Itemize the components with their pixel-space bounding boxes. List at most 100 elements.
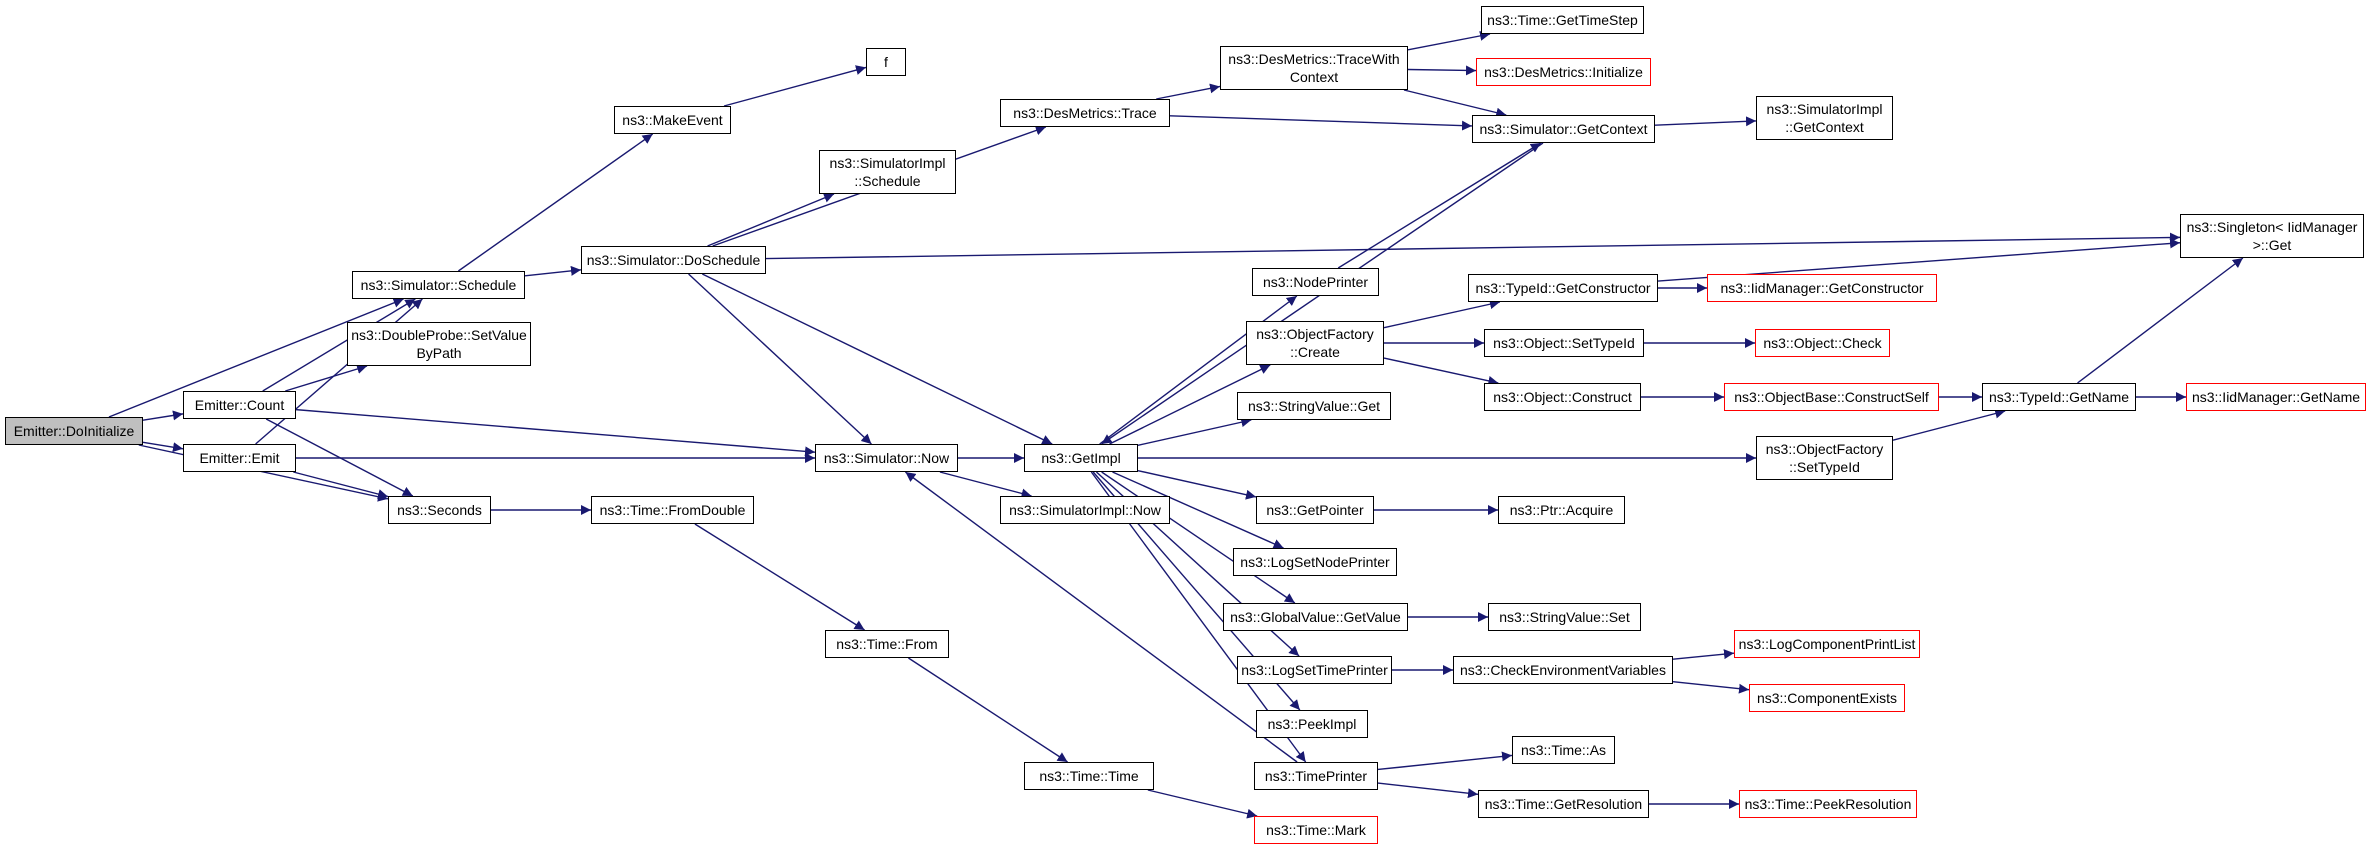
- node-label: ns3::Ptr::Acquire: [1509, 502, 1614, 518]
- node-iidmanager-getname[interactable]: ns3::IidManager::GetName: [2186, 383, 2366, 411]
- node-label: ns3::IidManager::GetName: [2191, 389, 2361, 405]
- edge-objectfactory_create-to-typeid_getconstructor: [1383, 299, 1501, 329]
- node-emitter-emit[interactable]: Emitter::Emit: [183, 444, 296, 472]
- node-singleton-get[interactable]: ns3::Singleton< IidManager >::Get: [2180, 214, 2364, 258]
- node-logsettimeprinter[interactable]: ns3::LogSetTimePrinter: [1237, 656, 1392, 684]
- node-time-gettimestep[interactable]: ns3::Time::GetTimeStep: [1481, 6, 1644, 34]
- node-label: ns3::Object::SetTypeId: [1493, 335, 1635, 351]
- node-time-fromdouble[interactable]: ns3::Time::FromDouble: [591, 496, 754, 524]
- edge-desmetrics_tracewithcontext-to-time_gettimestep: [1407, 30, 1491, 51]
- node-stringvalue-get[interactable]: ns3::StringValue::Get: [1237, 392, 1391, 420]
- node-iidmanager-getconstructor[interactable]: ns3::IidManager::GetConstructor: [1707, 274, 1937, 302]
- node-getpointer[interactable]: ns3::GetPointer: [1256, 496, 1374, 524]
- node-simulatorimpl-now[interactable]: ns3::SimulatorImpl::Now: [1000, 496, 1170, 524]
- edge-simulator_doschedule-to-simulator_now: [688, 273, 872, 445]
- node-time-mark[interactable]: ns3::Time::Mark: [1254, 816, 1378, 844]
- node-label: ns3::SimulatorImpl::GetContext: [1766, 101, 1883, 135]
- node-label: ns3::Time::Time: [1039, 768, 1139, 784]
- node-object-settypeid[interactable]: ns3::Object::SetTypeId: [1484, 329, 1644, 357]
- edge-emitter_count-to-doubleprobe_setvaluebypath: [285, 364, 368, 392]
- edge-checkenvironmentvariables-to-logcomponentprintlist: [1672, 649, 1735, 660]
- node-logsetnodeprinter[interactable]: ns3::LogSetNodePrinter: [1233, 548, 1397, 576]
- edge-time_fromdouble-to-time_from: [694, 523, 865, 631]
- edge-emitter_count-to-simulator_schedule: [262, 298, 416, 392]
- node-timeprinter[interactable]: ns3::TimePrinter: [1254, 762, 1378, 790]
- node-label: ns3::StringValue::Set: [1499, 609, 1630, 625]
- node-label: Emitter::DoInitialize: [13, 423, 135, 439]
- edge-emitter_doinitialize-to-simulator_schedule: [108, 298, 404, 418]
- node-simulator-getcontext[interactable]: ns3::Simulator::GetContext: [1472, 115, 1655, 143]
- node-emitter-count[interactable]: Emitter::Count: [183, 391, 296, 419]
- node-label: ns3::GlobalValue::GetValue: [1230, 609, 1401, 625]
- node-label: ns3::GetPointer: [1266, 502, 1364, 518]
- node-nodeprinter[interactable]: ns3::NodePrinter: [1252, 268, 1379, 296]
- edge-emitter_doinitialize-to-emitter_emit: [142, 441, 184, 453]
- edge-nodeprinter-to-simulator_getcontext: [1337, 142, 1542, 269]
- edge-emitter_doinitialize-to-emitter_count: [142, 410, 184, 421]
- node-label: ns3::Seconds: [397, 502, 482, 518]
- node-simulatorimpl-getcontext[interactable]: ns3::SimulatorImpl::GetContext: [1756, 96, 1893, 140]
- node-logcomponentprintlist[interactable]: ns3::LogComponentPrintList: [1734, 630, 1920, 658]
- node-label: ns3::TypeId::GetName: [1988, 389, 2130, 405]
- node-label: ns3::Singleton< IidManager >::Get: [2186, 219, 2358, 253]
- node-checkenvironmentvariables[interactable]: ns3::CheckEnvironmentVariables: [1453, 656, 1673, 684]
- edge-getimpl-to-nodeprinter: [1099, 295, 1298, 445]
- node-object-construct[interactable]: ns3::Object::Construct: [1484, 383, 1641, 411]
- node-seconds[interactable]: ns3::Seconds: [388, 496, 491, 524]
- node-simulator-schedule[interactable]: ns3::Simulator::Schedule: [352, 271, 525, 299]
- node-label: Emitter::Count: [194, 397, 285, 413]
- edge-getimpl-to-globalvalue_getvalue: [1101, 471, 1296, 604]
- node-time-getresolution[interactable]: ns3::Time::GetResolution: [1478, 790, 1649, 818]
- node-componentexists[interactable]: ns3::ComponentExists: [1749, 684, 1905, 712]
- node-typeid-getconstructor[interactable]: ns3::TypeId::GetConstructor: [1468, 274, 1658, 302]
- node-object-check[interactable]: ns3::Object::Check: [1755, 329, 1890, 357]
- edge-simulator_schedule-to-makeevent: [457, 133, 654, 272]
- node-label: f: [884, 54, 888, 70]
- edge-time_time-to-time_mark: [1147, 789, 1258, 819]
- node-label: ns3::NodePrinter: [1262, 274, 1369, 290]
- node-desmetrics-trace[interactable]: ns3::DesMetrics::Trace: [1000, 99, 1170, 127]
- node-emitter-doinitialize[interactable]: Emitter::DoInitialize: [5, 417, 143, 445]
- edge-desmetrics_trace-to-simulator_getcontext: [1169, 115, 1473, 131]
- node-objectfactory-settypeid[interactable]: ns3::ObjectFactory::SetTypeId: [1756, 436, 1893, 480]
- node-typeid-getname[interactable]: ns3::TypeId::GetName: [1982, 383, 2136, 411]
- node-label: ns3::DesMetrics::Trace: [1013, 105, 1157, 121]
- edge-timeprinter-to-time_as: [1377, 751, 1513, 771]
- node-objectfactory-create[interactable]: ns3::ObjectFactory::Create: [1246, 321, 1384, 365]
- node-peekimpl[interactable]: ns3::PeekImpl: [1256, 710, 1368, 738]
- node-label: ns3::Simulator::Now: [823, 450, 950, 466]
- node-ptr-acquire[interactable]: ns3::Ptr::Acquire: [1498, 496, 1625, 524]
- node-globalvalue-getvalue[interactable]: ns3::GlobalValue::GetValue: [1223, 603, 1408, 631]
- node-label: ns3::LogSetNodePrinter: [1240, 554, 1390, 570]
- edge-simulator_now-to-simulatorimpl_now: [939, 471, 1032, 499]
- node-f[interactable]: f: [866, 48, 906, 76]
- node-desmetrics-initialize[interactable]: ns3::DesMetrics::Initialize: [1476, 58, 1651, 86]
- edge-objectfactory_settypeid-to-typeid_getname: [1892, 408, 2006, 441]
- edge-emitter_emit-to-simulator_schedule: [255, 298, 423, 445]
- node-objectbase-constructself[interactable]: ns3::ObjectBase::ConstructSelf: [1724, 383, 1939, 411]
- node-getimpl[interactable]: ns3::GetImpl: [1024, 444, 1138, 472]
- node-simulator-doschedule[interactable]: ns3::Simulator::DoSchedule: [581, 246, 766, 274]
- node-label: ns3::Time::GetResolution: [1484, 796, 1643, 812]
- node-simulator-now[interactable]: ns3::Simulator::Now: [815, 444, 958, 472]
- node-makeevent[interactable]: ns3::MakeEvent: [614, 106, 731, 134]
- edge-time_from-to-time_time: [908, 657, 1068, 763]
- node-label: ns3::SimulatorImpl::Now: [1009, 502, 1161, 518]
- node-time-time[interactable]: ns3::Time::Time: [1024, 762, 1154, 790]
- node-time-as[interactable]: ns3::Time::As: [1512, 736, 1615, 764]
- node-stringvalue-set[interactable]: ns3::StringValue::Set: [1488, 603, 1641, 631]
- node-time-from[interactable]: ns3::Time::From: [825, 630, 949, 658]
- node-label: ns3::MakeEvent: [622, 112, 723, 128]
- node-time-peekresolution[interactable]: ns3::Time::PeekResolution: [1739, 790, 1917, 818]
- edge-timeprinter-to-time_getresolution: [1377, 782, 1479, 799]
- node-simulatorimpl-schedule[interactable]: ns3::SimulatorImpl::Schedule: [819, 150, 956, 194]
- node-label: ns3::Time::PeekResolution: [1744, 796, 1912, 812]
- edge-simulator_doschedule-to-singleton_get: [765, 232, 2181, 260]
- edge-objectfactory_create-to-object_construct: [1383, 357, 1499, 386]
- edge-makeevent-to-f: [723, 65, 867, 107]
- node-label: ns3::PeekImpl: [1267, 716, 1357, 732]
- node-label: ns3::Time::Mark: [1266, 822, 1366, 838]
